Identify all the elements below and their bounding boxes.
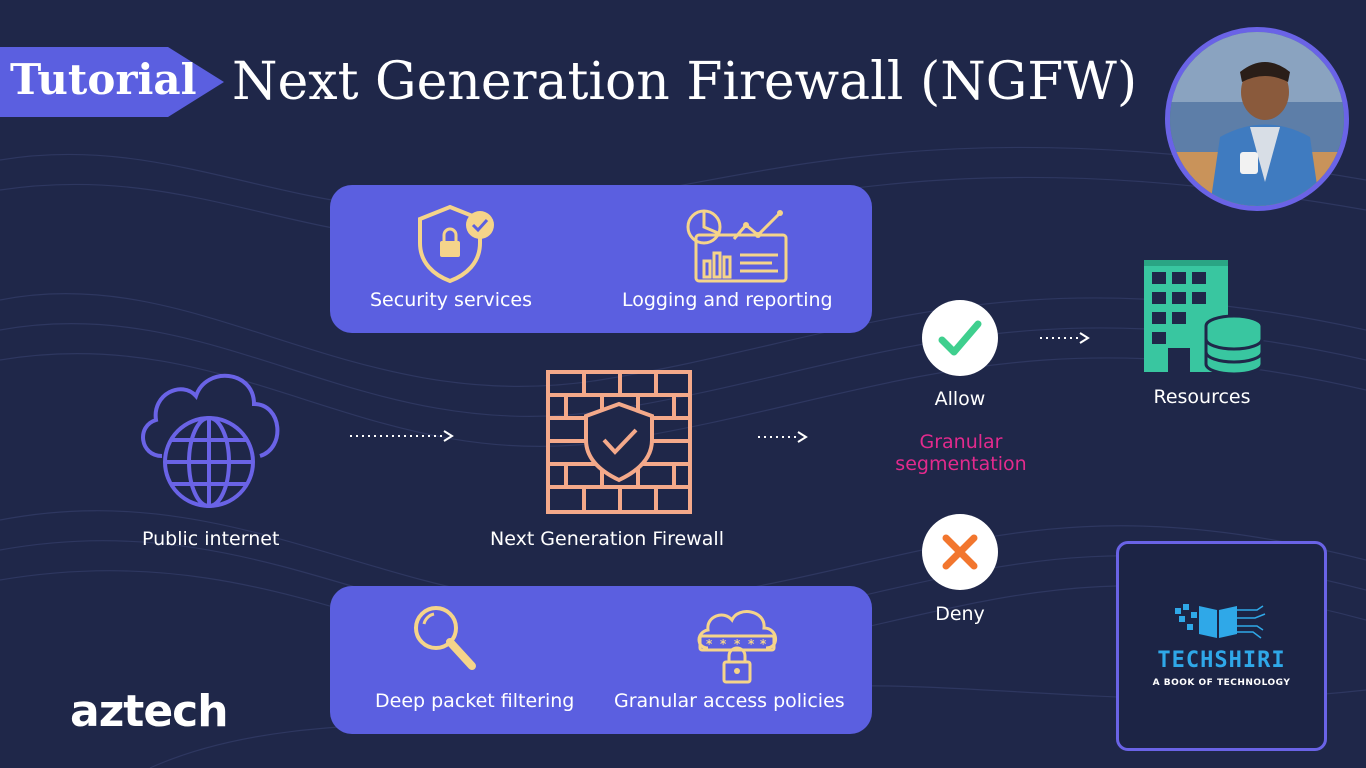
logging-reporting-label: Logging and reporting (622, 289, 833, 311)
techshiri-logo-box: TECHSHIRI A BOOK OF TECHNOLOGY (1116, 541, 1327, 751)
arrow-icon (758, 431, 808, 443)
tutorial-tag: Tutorial (10, 55, 197, 104)
deep-packet-filtering-label: Deep packet filtering (375, 690, 575, 712)
allow-badge (922, 300, 998, 376)
presenter-photo (1170, 32, 1344, 206)
building-database-icon (1144, 260, 1264, 376)
firewall-label: Next Generation Firewall (490, 528, 724, 550)
svg-text:*: * (748, 637, 755, 651)
checkmark-icon (938, 320, 982, 356)
x-mark-icon (942, 534, 978, 570)
aztech-logo: aztech (70, 686, 229, 737)
svg-text:*: * (734, 637, 741, 651)
segmentation-line-2: segmentation (895, 453, 1027, 475)
allow-label: Allow (934, 388, 986, 410)
brick-wall-shield-icon (546, 370, 692, 514)
public-internet-label: Public internet (142, 528, 280, 550)
svg-text:*: * (760, 637, 767, 651)
segmentation-line-1: Granular (919, 431, 1003, 453)
top-features-panel: Security services Logging and reporting (330, 185, 872, 333)
bottom-features-panel: Deep packet filtering * * * * * Granular acc… (330, 586, 872, 734)
techshiri-name: TECHSHIRI (1157, 648, 1286, 673)
cloud-password-lock-icon: * * * * * (697, 610, 777, 684)
magnifier-icon (414, 606, 476, 670)
cloud-globe-icon (141, 373, 280, 508)
page-title: Next Generation Firewall (NGFW) (232, 52, 1138, 112)
arrow-icon (1040, 332, 1090, 344)
deny-badge (922, 514, 998, 590)
security-services-label: Security services (370, 289, 533, 311)
resources-label: Resources (1153, 386, 1251, 408)
analytics-dashboard-icon (686, 209, 788, 283)
arrow-icon (350, 430, 454, 442)
svg-text:*: * (720, 637, 727, 651)
techshiri-tagline: A BOOK OF TECHNOLOGY (1152, 678, 1291, 688)
svg-text:*: * (706, 637, 713, 651)
presenter-avatar (1165, 27, 1349, 211)
granular-access-policies-label: Granular access policies (614, 690, 845, 712)
granular-segmentation-label: Granular segmentation (880, 431, 1042, 475)
techshiri-book-icon (1175, 604, 1266, 639)
shield-lock-check-icon (418, 204, 494, 284)
deny-label: Deny (935, 603, 985, 625)
